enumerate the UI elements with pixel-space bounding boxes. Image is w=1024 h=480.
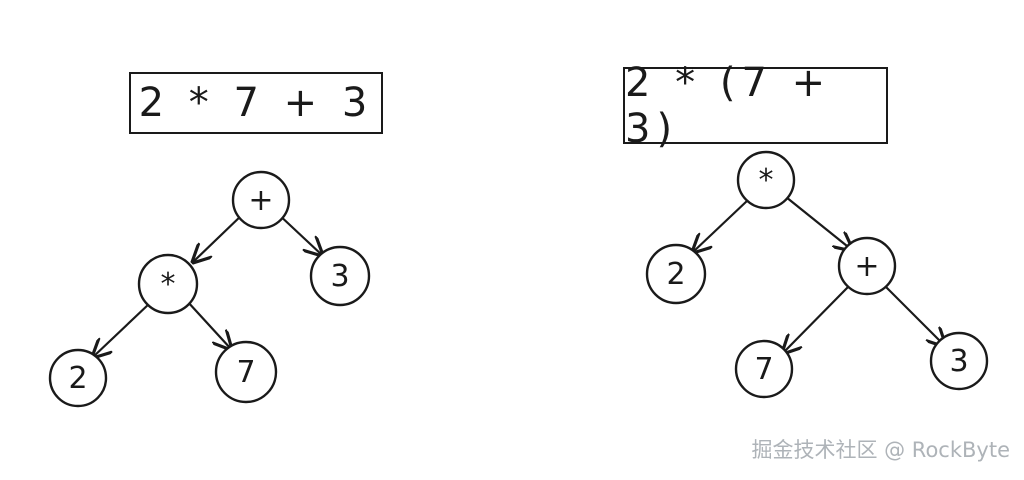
edge-left-times-to-7 [186,300,231,349]
edge-right-times-to-2 [693,199,749,252]
expression-text-right: 2 * (7 + 3) [625,59,832,152]
node-label: * [161,267,176,302]
node-label: * [759,163,774,198]
node-label: 2 [68,361,87,396]
edge-right-times-to-plus [785,196,852,250]
edge-left-plus-to-3 [275,211,322,255]
node-left-times: * [137,253,199,315]
edge-right-plus-to-7 [783,286,849,353]
expression-box-right: 2 * (7 + 3) [623,60,888,152]
node-right-plus: + [837,236,897,296]
node-left-plus: + [231,170,291,230]
node-right-2: 2 [645,243,707,305]
edge-left-plus-to-times [193,212,245,262]
edge-right-plus-to-3 [885,286,945,346]
edge-left-times-to-2 [93,302,151,357]
node-right-times: * [736,150,796,210]
expression-box-left: 2 * 7 + 3 [129,72,383,134]
node-right-7: 7 [734,339,794,399]
node-left-7: 7 [214,340,278,404]
node-label: 2 [666,257,685,292]
node-left-3: 3 [309,245,371,307]
node-label: 7 [236,355,255,390]
node-label: 3 [949,344,968,379]
node-label: 3 [330,259,349,294]
expression-text-left: 2 * 7 + 3 [138,80,374,126]
node-label: + [854,249,879,284]
node-left-2: 2 [48,348,108,408]
node-label: 7 [754,352,773,387]
watermark: 掘金技术社区 @ RockByte [751,438,1010,462]
node-right-3: 3 [929,331,989,391]
node-label: + [248,183,273,218]
